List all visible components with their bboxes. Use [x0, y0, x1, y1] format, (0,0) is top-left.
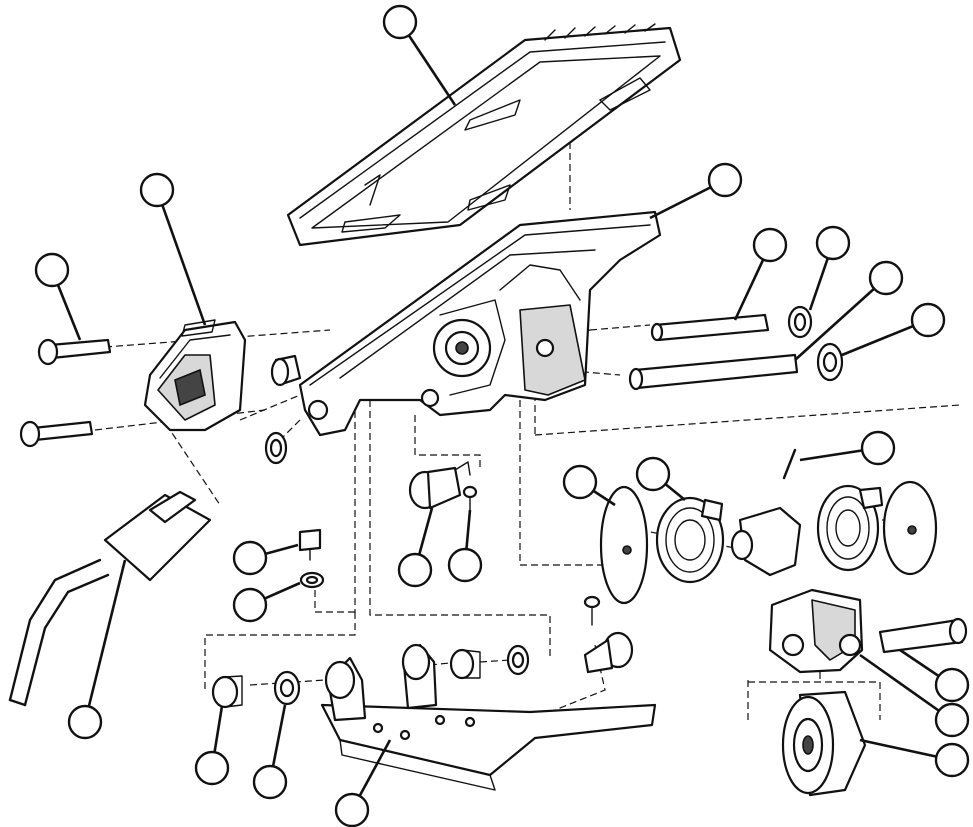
- pivot-pin: [650, 313, 770, 342]
- connector-cable: [8, 490, 212, 707]
- screw-lower: [583, 595, 601, 626]
- callout-sensor: [139, 172, 175, 208]
- bushing-a: [211, 675, 243, 709]
- callout-washer-right: [910, 302, 946, 338]
- callout-screw-upper: [447, 547, 483, 583]
- lever-bracket: [768, 588, 864, 674]
- callout-washer-a: [252, 764, 288, 800]
- callout-pivot-pin: [752, 227, 788, 263]
- bushing-left: [270, 354, 302, 387]
- clip-upper: [408, 461, 471, 510]
- callout-base: [334, 792, 370, 827]
- callouts: [34, 4, 970, 827]
- shaft: [628, 353, 799, 391]
- callout-roll-pin: [860, 430, 896, 466]
- callout-shaft: [868, 260, 904, 296]
- roller: [781, 690, 867, 797]
- callout-spacer: [815, 225, 851, 261]
- washer-b: [506, 644, 530, 676]
- spring-pack: [599, 448, 938, 605]
- bushing-b: [449, 648, 481, 680]
- callout-plate: [562, 464, 598, 500]
- washer-small: [299, 571, 325, 589]
- callout-lever-pin: [934, 667, 970, 703]
- clip-lower: [583, 631, 634, 674]
- washer-right: [816, 342, 844, 382]
- bolt-lower: [19, 420, 94, 448]
- bolt-small: [298, 528, 322, 561]
- pedal-pad-cover: [286, 23, 682, 247]
- screw-upper: [462, 485, 478, 511]
- callout-bushing-a: [194, 750, 230, 786]
- callout-arm: [707, 162, 743, 198]
- callout-washer-small: [232, 587, 268, 623]
- callout-roller: [934, 742, 970, 778]
- lever-pin: [878, 617, 968, 654]
- callout-lever: [934, 702, 970, 738]
- washer-a: [273, 670, 301, 706]
- callout-spring: [635, 456, 671, 492]
- callout-bolt-small: [232, 540, 268, 576]
- callout-connector: [67, 704, 103, 740]
- sensor-housing: [143, 319, 247, 432]
- spacer: [787, 305, 813, 339]
- pedal-arm: [298, 210, 662, 437]
- callout-cover: [382, 4, 418, 40]
- bolt-upper: [37, 338, 112, 366]
- base-bracket: [320, 643, 657, 791]
- callout-clip-upper: [397, 552, 433, 588]
- callout-bolt: [34, 252, 70, 288]
- washer-left: [264, 431, 288, 465]
